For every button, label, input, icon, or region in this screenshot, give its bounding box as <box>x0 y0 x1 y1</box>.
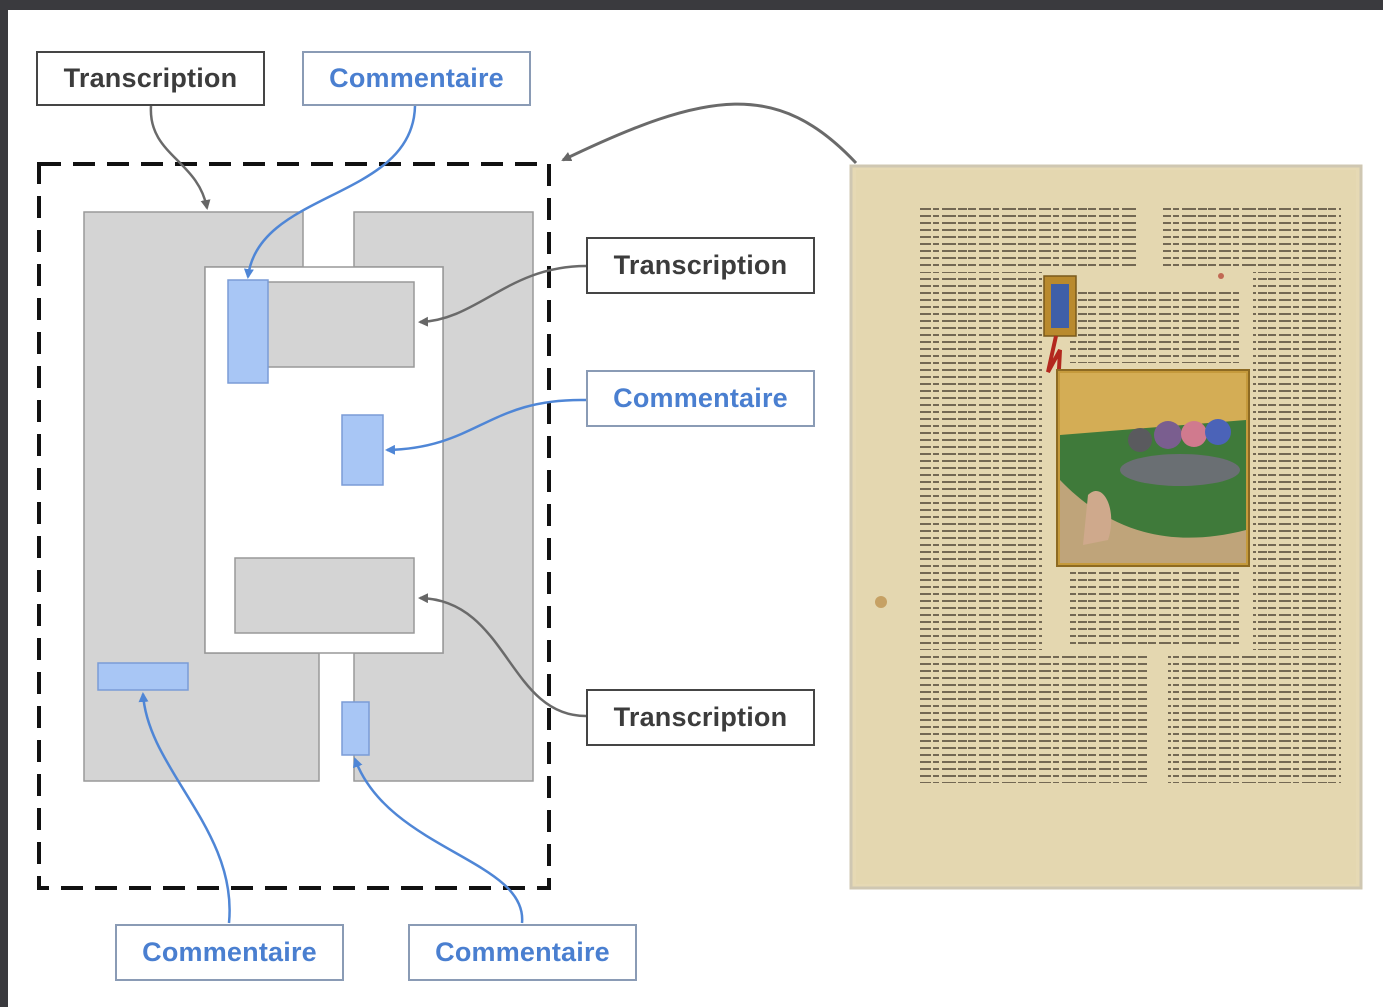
comment-block-left-margin <box>97 662 189 691</box>
label-transcription-top: Transcription <box>36 51 265 106</box>
comment-block-middle <box>341 414 384 486</box>
arrow-top-transcription <box>149 105 211 210</box>
arrow-right-transcription-bottom <box>418 593 587 718</box>
label-commentaire-bottom-left: Commentaire <box>115 924 344 981</box>
label-commentaire-top: Commentaire <box>302 51 531 106</box>
arrow-manuscript-to-frame <box>561 102 858 165</box>
label-transcription-right-top: Transcription <box>586 237 815 294</box>
arrow-right-commentaire <box>385 398 587 455</box>
label-commentaire-bottom-right: Commentaire <box>408 924 637 981</box>
label-commentaire-right: Commentaire <box>586 370 815 427</box>
inner-text-block-top <box>266 281 415 368</box>
arrow-bottom-commentaire-right <box>353 757 524 924</box>
comment-block-bottom <box>341 701 370 756</box>
page-frame-dashed <box>37 162 551 890</box>
arrow-bottom-commentaire-left <box>138 692 231 924</box>
arrow-top-commentaire <box>243 105 417 279</box>
inner-text-block-bottom <box>234 557 415 634</box>
label-transcription-right-bottom: Transcription <box>586 689 815 746</box>
diagram-svg <box>37 102 1363 924</box>
manuscript-page-image <box>849 164 1363 890</box>
diagram-canvas: Transcription Commentaire Transcription … <box>8 10 1383 1007</box>
comment-block-initial <box>227 279 269 384</box>
arrow-right-transcription-top <box>418 264 587 327</box>
